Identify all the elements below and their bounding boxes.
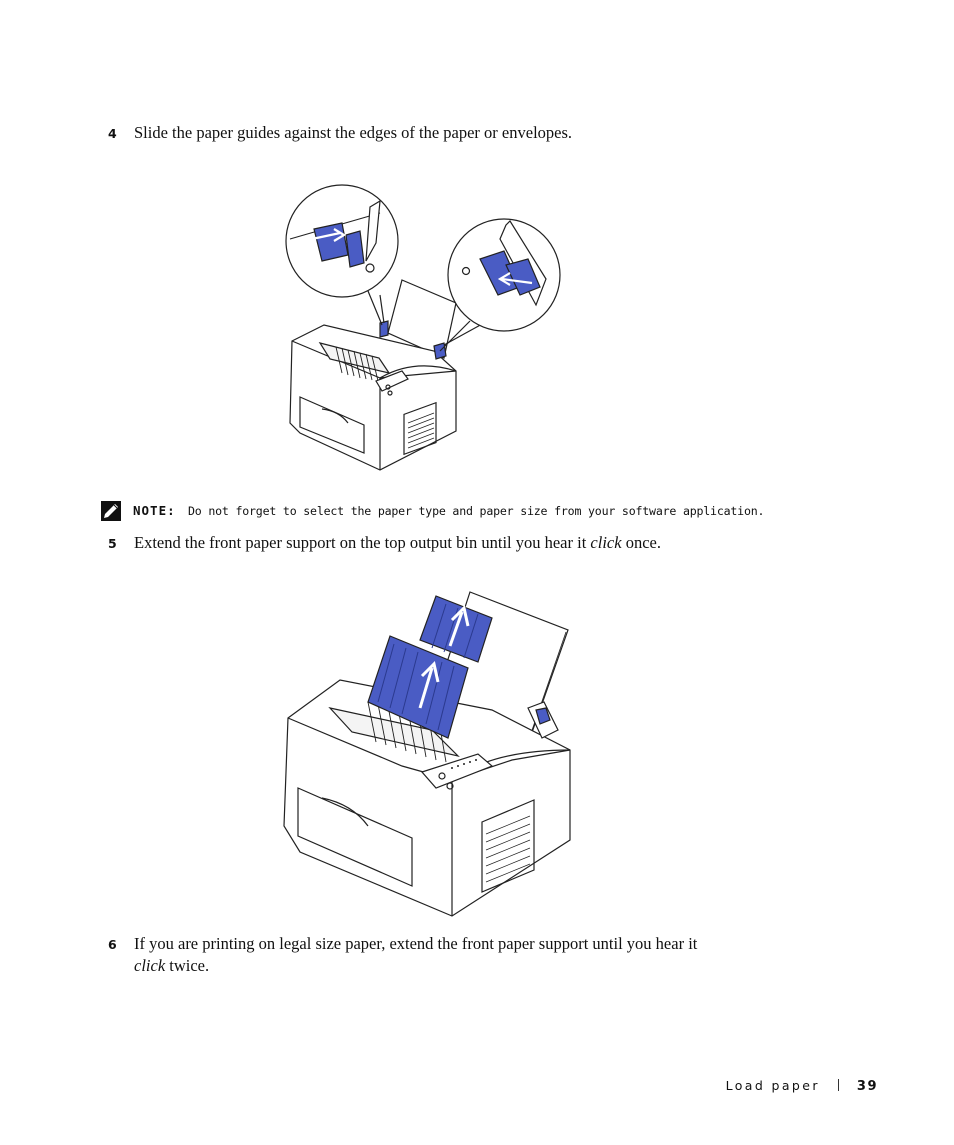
- pencil-note-icon: [101, 501, 121, 521]
- paper-guides-illustration: [285, 184, 561, 471]
- step-number: 6: [108, 937, 117, 952]
- step-text: Slide the paper guides against the edges…: [134, 123, 573, 142]
- page-number: 39: [856, 1079, 878, 1094]
- note-callout: NOTE: Do not forget to select the paper …: [100, 500, 780, 524]
- step-number: 5: [108, 536, 117, 551]
- footer-divider: [837, 1079, 839, 1091]
- step-text-line2: click twice.: [134, 956, 210, 975]
- section-name: Load paper: [725, 1078, 820, 1093]
- step-text: Extend the front paper support on the to…: [134, 533, 661, 552]
- note-label: NOTE:: [133, 503, 176, 518]
- page-footer: Load paper 39: [726, 1078, 878, 1094]
- step-text-line1: If you are printing on legal size paper,…: [134, 934, 698, 953]
- front-paper-support-illustration: [283, 591, 571, 917]
- step-number: 4: [108, 126, 117, 141]
- note-text: Do not forget to select the paper type a…: [188, 504, 765, 518]
